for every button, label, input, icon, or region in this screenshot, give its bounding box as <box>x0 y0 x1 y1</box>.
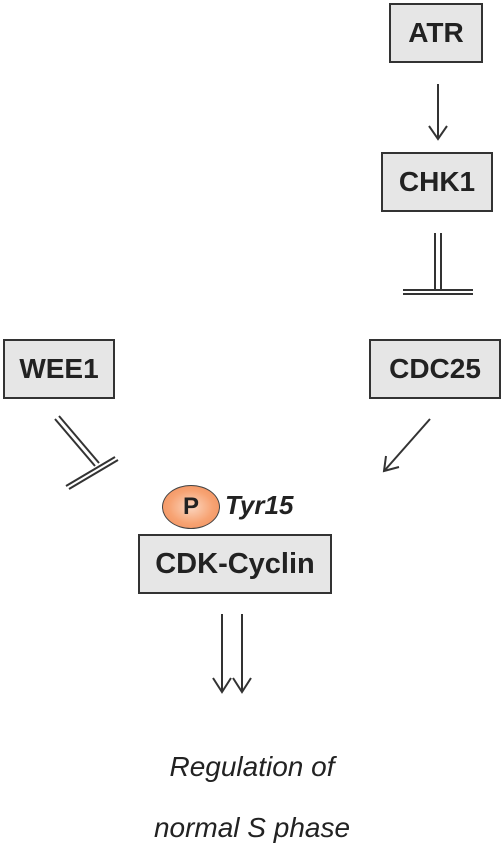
outcome-line-2: normal S phase <box>153 812 351 843</box>
inhibit-chk1-to-cdc25 <box>403 233 473 295</box>
phospho-site-label: Tyr15 <box>225 490 294 520</box>
cdk-cyclin-node: CDK-Cyclin <box>138 534 332 594</box>
arrow-atr-to-chk1 <box>428 84 448 141</box>
chk1-node: CHK1 <box>381 152 493 212</box>
cdc25-node: CDC25 <box>369 339 501 399</box>
double-arrow-cdk-to-outcome <box>212 614 252 694</box>
outcome-line-1: Regulation of <box>169 751 335 782</box>
phosphate-badge: P <box>162 485 220 529</box>
atr-node: ATR <box>389 3 483 63</box>
arrow-cdc25-to-cdk <box>382 418 431 473</box>
inhibit-wee1-to-cdk <box>54 415 119 490</box>
wee1-node: WEE1 <box>3 339 115 399</box>
